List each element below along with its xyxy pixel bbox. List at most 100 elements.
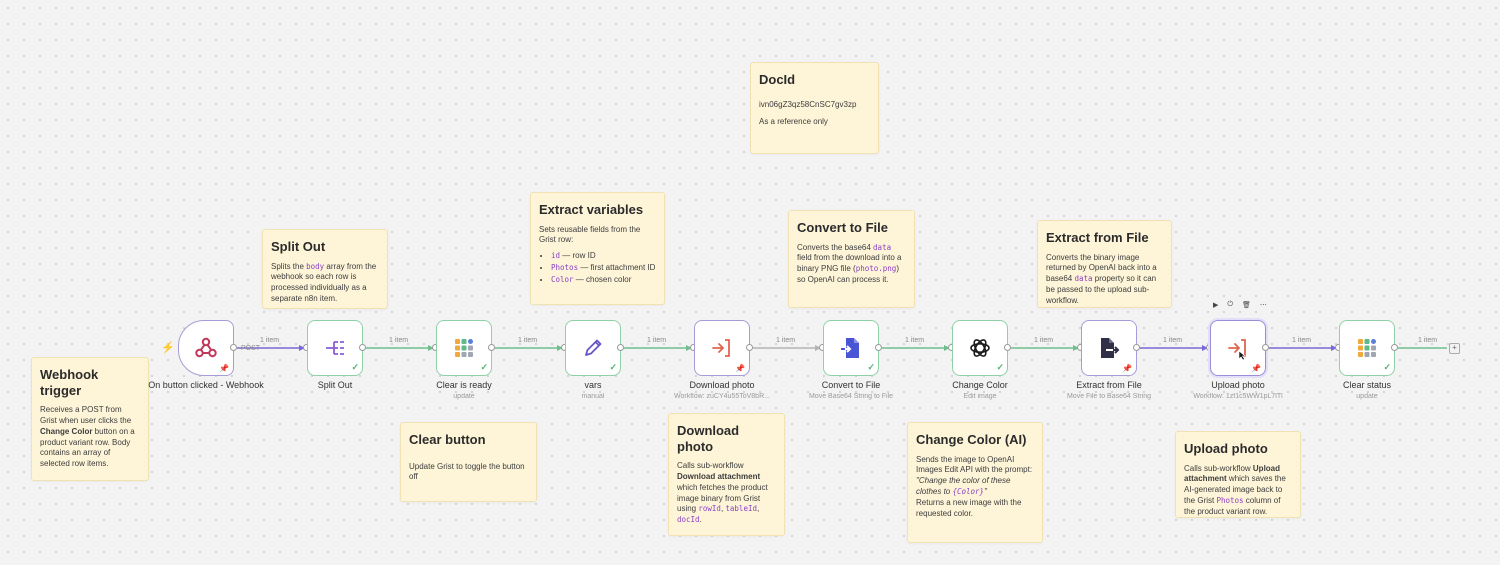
output-port[interactable] bbox=[617, 344, 624, 351]
play-icon[interactable]: ▶ bbox=[1213, 302, 1219, 309]
sticky-convert-to-file[interactable]: Convert to File Converts the base64 data… bbox=[788, 210, 915, 308]
success-check-icon: ✓ bbox=[609, 362, 617, 372]
trash-icon[interactable]: 🗑 bbox=[1241, 302, 1251, 309]
sticky-text: Calls sub-workflow Download attachment w… bbox=[677, 461, 776, 526]
list-item: Photos — first attachment ID bbox=[551, 262, 656, 274]
code-text: tableId bbox=[725, 504, 757, 514]
output-port[interactable] bbox=[1133, 344, 1140, 351]
text: Calls sub-workflow bbox=[677, 461, 744, 471]
node-subtitle: update bbox=[1356, 393, 1378, 400]
node-label: On button clicked - Webhook bbox=[148, 380, 264, 390]
pin-icon: 📌 bbox=[735, 364, 745, 373]
text: property so it can be passed to the uplo… bbox=[1046, 274, 1157, 305]
code-text: data bbox=[873, 242, 892, 252]
file-extract-icon bbox=[1101, 338, 1120, 358]
node-change-color[interactable]: ✓ bbox=[952, 320, 1008, 376]
code-text: rowId bbox=[698, 504, 721, 514]
text: "Change the color of these clothes to bbox=[916, 476, 1011, 496]
output-port[interactable] bbox=[488, 344, 495, 351]
node-clear-status[interactable]: ✓ bbox=[1339, 320, 1395, 376]
text: which saves the AI-generated image back … bbox=[1184, 474, 1286, 505]
sticky-docid[interactable]: DocId ivn06gZ3qz58CnSC7gv3zp As a refere… bbox=[750, 62, 879, 154]
success-check-icon: ✓ bbox=[1383, 362, 1391, 372]
edge-label: 1 item bbox=[518, 337, 538, 344]
pin-icon: 📌 bbox=[1122, 364, 1132, 373]
sticky-title: Clear button bbox=[409, 432, 486, 447]
execute-workflow-icon bbox=[712, 339, 730, 357]
edge-label: 1 item bbox=[1418, 337, 1438, 344]
sticky-split-out[interactable]: Split Out Splits the body array from the… bbox=[262, 229, 388, 309]
edge-label: 1 item bbox=[1163, 337, 1183, 344]
sticky-extract-from-file[interactable]: Extract from File Converts the binary im… bbox=[1037, 220, 1172, 308]
text: Calls sub-workflow bbox=[1184, 463, 1253, 473]
code-text: {Color} bbox=[952, 486, 985, 496]
node-upload-photo[interactable]: 📌 bbox=[1210, 320, 1266, 376]
output-port[interactable] bbox=[359, 344, 366, 351]
variable-list: id — row ID Photos — first attachment ID… bbox=[539, 250, 656, 286]
file-convert-icon bbox=[841, 338, 859, 358]
bold-text: Upload attachment bbox=[1184, 463, 1281, 484]
sticky-clear-button[interactable]: Clear button Update Grist to toggle the … bbox=[400, 422, 537, 502]
sticky-text: Converts the base64 data field from the … bbox=[797, 243, 906, 286]
sticky-upload-photo[interactable]: Upload photo Calls sub-workflow Upload a… bbox=[1175, 431, 1301, 518]
edge-label: 1 item bbox=[1034, 337, 1054, 344]
node-subtitle: manual bbox=[581, 393, 605, 400]
pencil-icon bbox=[585, 339, 602, 356]
sticky-text: Sends the image to OpenAI Images Edit AP… bbox=[916, 454, 1033, 475]
node-label: Convert to File bbox=[821, 380, 881, 390]
sticky-download-photo[interactable]: Download photo Calls sub-workflow Downlo… bbox=[668, 413, 785, 536]
power-icon[interactable]: ⏻ bbox=[1227, 301, 1233, 308]
node-download-photo[interactable]: 📌 bbox=[694, 320, 750, 376]
node-subtitle: Workflow: zuCY4u55ToV8bR... bbox=[674, 393, 770, 400]
node-convert-to-file[interactable]: ✓ bbox=[823, 320, 879, 376]
node-split-out[interactable]: ✓ bbox=[307, 320, 363, 376]
node-extract-from-file[interactable]: 📌 bbox=[1081, 320, 1137, 376]
output-port[interactable] bbox=[746, 344, 753, 351]
sticky-change-color[interactable]: Change Color (AI) Sends the image to Ope… bbox=[907, 422, 1043, 543]
success-check-icon: ✓ bbox=[996, 362, 1004, 372]
text: column of the product variant row. bbox=[1184, 495, 1281, 516]
sticky-title: DocId bbox=[759, 72, 796, 87]
split-icon bbox=[326, 341, 344, 355]
node-vars[interactable]: ✓ bbox=[565, 320, 621, 376]
node-subtitle: Workflow: 1zf1c5WW1pL7lTl bbox=[1193, 393, 1283, 400]
sticky-title: Download photo bbox=[677, 423, 740, 454]
output-port[interactable] bbox=[230, 344, 237, 351]
node-label: Clear status bbox=[1342, 380, 1392, 390]
pin-icon: 📌 bbox=[219, 364, 229, 373]
output-port[interactable] bbox=[1004, 344, 1011, 351]
prompt-text: "Change the color of these clothes to {C… bbox=[916, 476, 1034, 498]
node-webhook[interactable]: 📌 bbox=[178, 320, 234, 376]
sticky-text: Returns a new image with the requested c… bbox=[916, 497, 1022, 518]
more-icon[interactable]: ⋯ bbox=[1259, 302, 1267, 309]
sticky-webhook-trigger[interactable]: Webhook trigger Receives a POST from Gri… bbox=[31, 357, 149, 481]
node-label: Change Color bbox=[952, 380, 1008, 390]
node-subtitle: Move File to Base64 String bbox=[1066, 393, 1152, 400]
text: array from the webhook so each row is pr… bbox=[271, 261, 377, 303]
text: Converts the binary image returned by Op… bbox=[1046, 252, 1157, 284]
text: button on a product variant row. Body co… bbox=[40, 426, 135, 469]
grist-icon bbox=[455, 339, 473, 357]
sticky-extract-variables[interactable]: Extract variables Sets reusable fields f… bbox=[530, 192, 665, 305]
node-subtitle: update bbox=[453, 393, 475, 400]
node-subtitle: Move Base64 String to File bbox=[808, 393, 894, 400]
output-port[interactable] bbox=[1262, 344, 1269, 351]
add-node-button[interactable]: + bbox=[1449, 343, 1460, 354]
text: " bbox=[984, 486, 987, 496]
code-text: docId bbox=[677, 515, 700, 525]
code-text: photo.png bbox=[855, 264, 897, 274]
sticky-title: Extract from File bbox=[1046, 230, 1149, 245]
output-port[interactable] bbox=[875, 344, 882, 351]
node-clear-is-ready[interactable]: ✓ bbox=[436, 320, 492, 376]
sticky-text: Calls sub-workflow Upload attachment whi… bbox=[1184, 464, 1292, 518]
success-check-icon: ✓ bbox=[480, 362, 488, 372]
output-port[interactable] bbox=[1391, 344, 1398, 351]
list-item: id — row ID bbox=[551, 250, 656, 262]
text: — first attachment ID bbox=[578, 263, 656, 273]
sticky-text: Splits the body array from the webhook s… bbox=[271, 262, 379, 305]
webhook-icon bbox=[195, 337, 217, 358]
code-text: Color bbox=[551, 274, 574, 284]
text: Converts the base64 bbox=[797, 242, 874, 252]
node-toolbar: ▶ ⏻ 🗑 ⋯ bbox=[1213, 301, 1267, 309]
